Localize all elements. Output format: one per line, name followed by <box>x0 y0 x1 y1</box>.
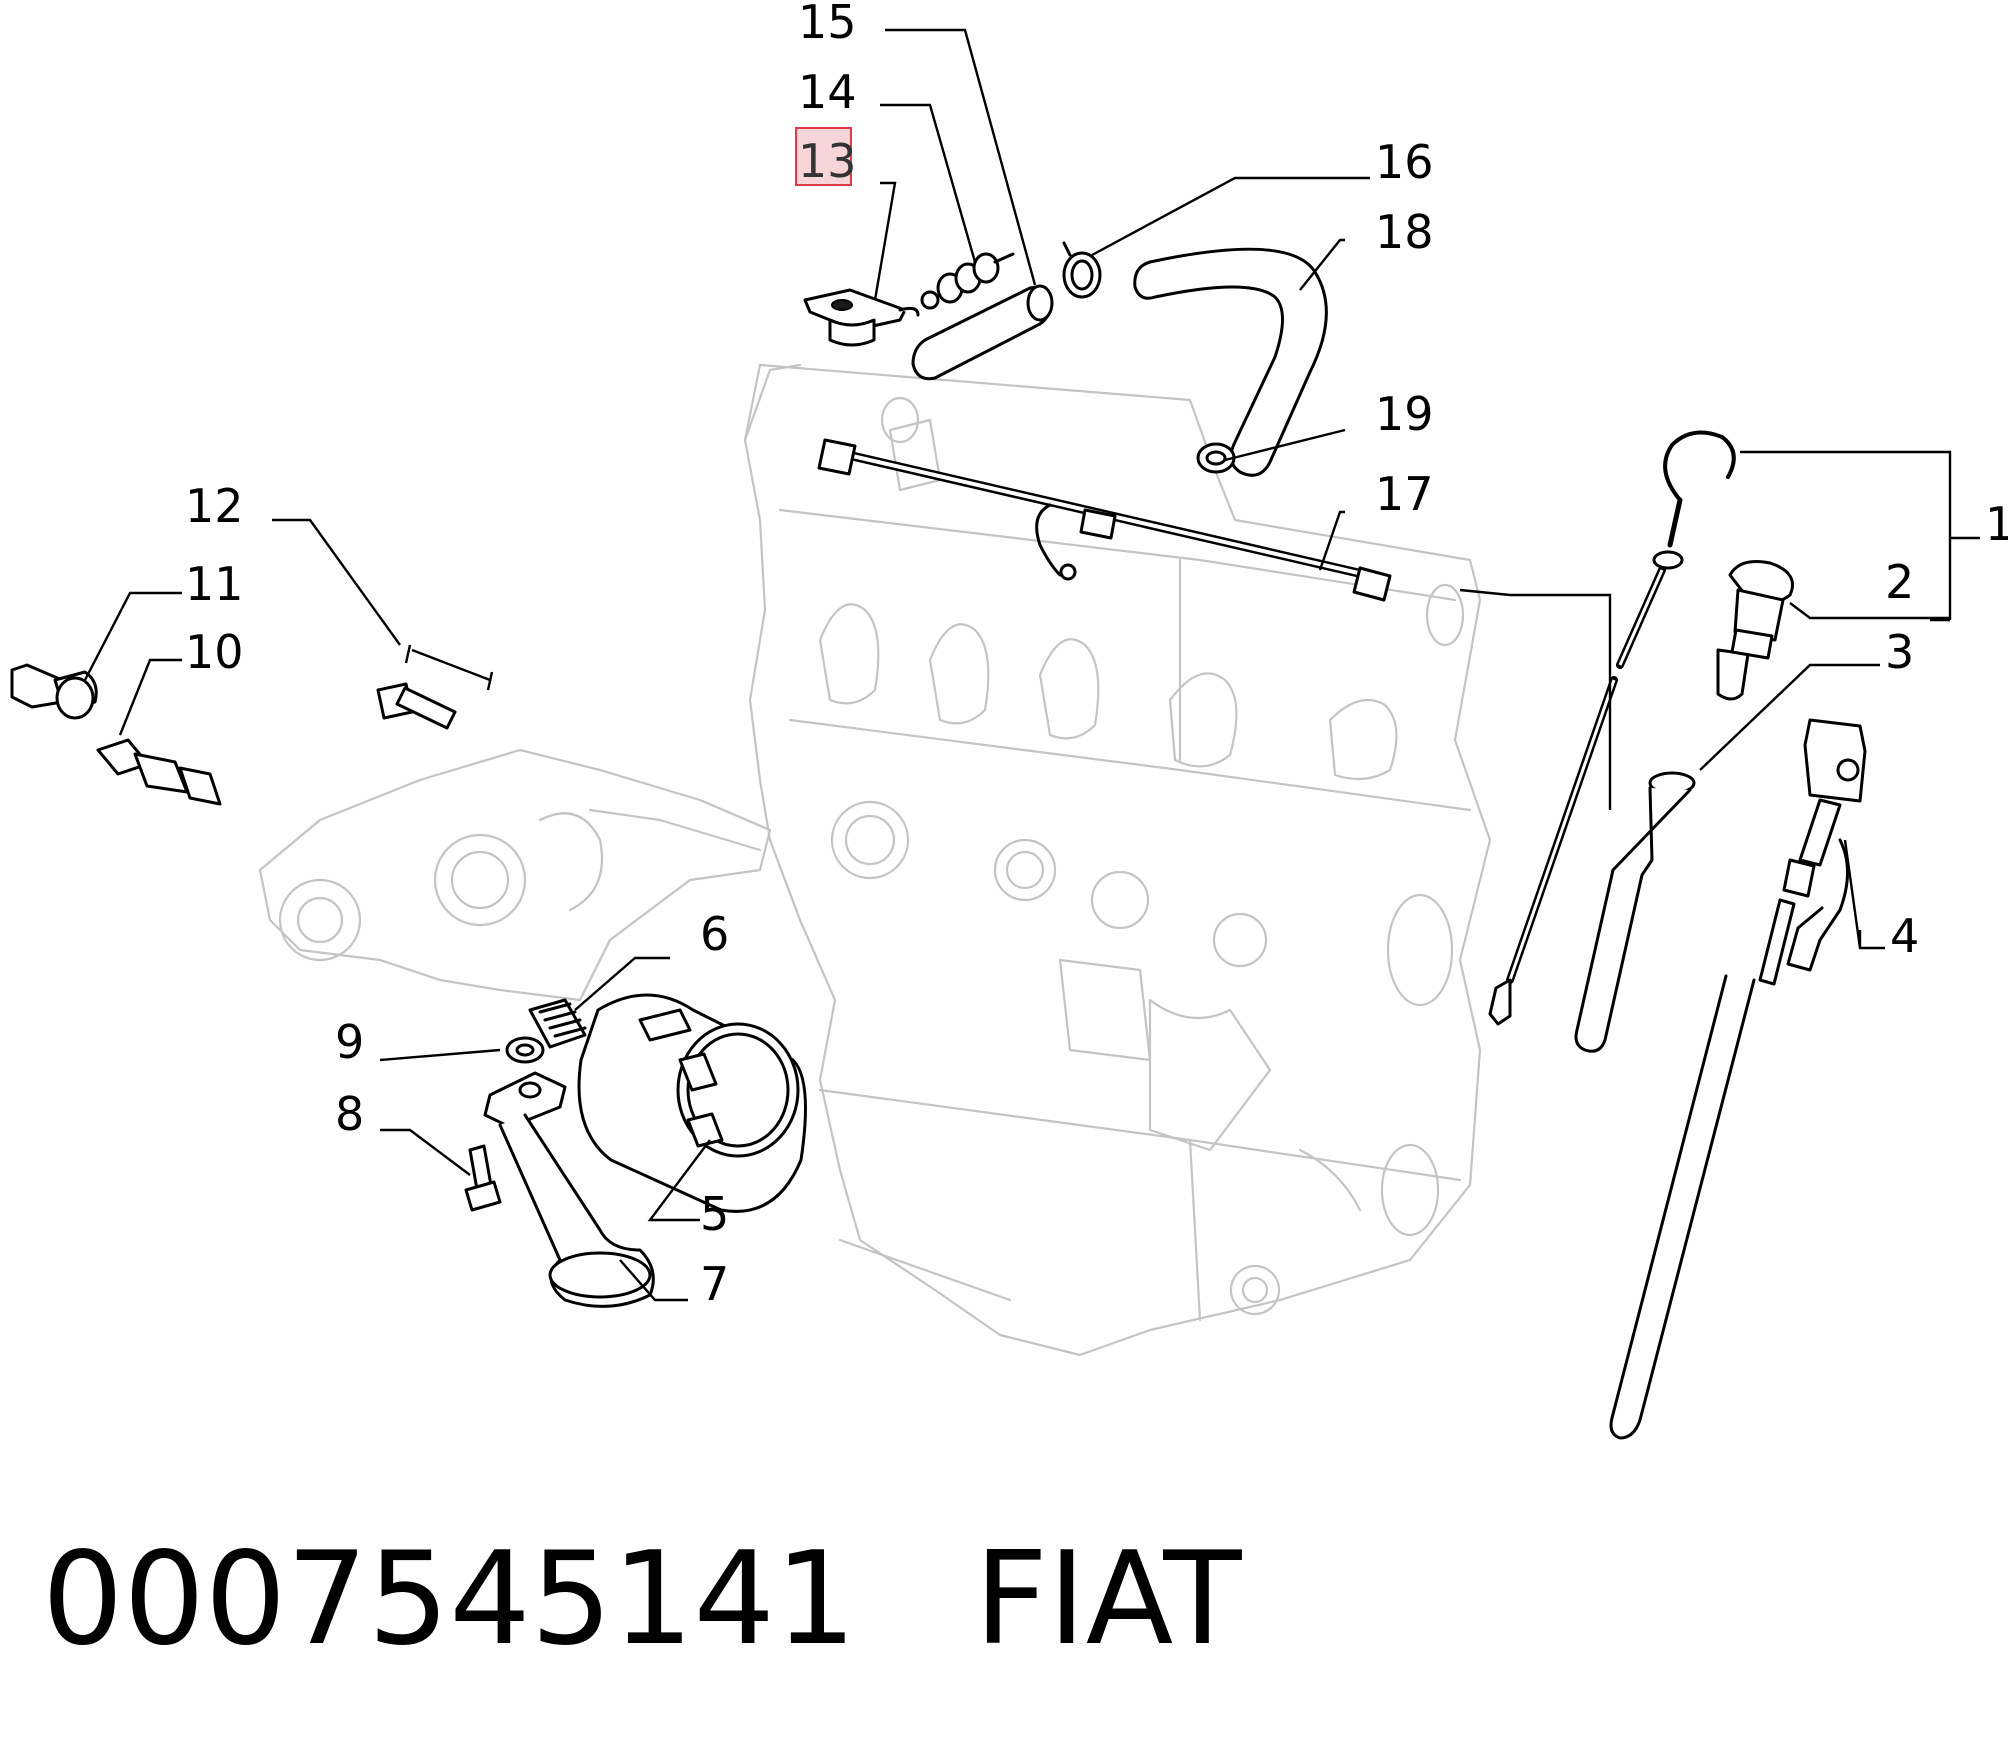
part-6-threaded-union <box>528 998 587 1049</box>
callout-labels: 15 14 13 16 18 19 17 1 2 3 4 12 11 10 6 … <box>185 0 2008 1311</box>
part-9-washer <box>505 1036 545 1064</box>
callout-12: 12 <box>185 479 244 533</box>
part-3-guide-tube <box>1574 771 1696 1053</box>
leader-lines <box>83 28 1980 1302</box>
engine-block-outline <box>743 363 1492 1357</box>
part-16-clamp <box>1062 241 1102 299</box>
callout-4: 4 <box>1890 909 1919 963</box>
callout-7: 7 <box>700 1257 729 1311</box>
part-17-tube <box>817 438 1392 602</box>
callout-10: 10 <box>185 625 244 679</box>
callout-6: 6 <box>700 907 729 961</box>
callout-1: 1 <box>1985 497 2008 551</box>
callout-13: 13 <box>798 134 857 188</box>
part-12-bolt <box>376 644 494 730</box>
callout-16: 16 <box>1375 135 1434 189</box>
part-number: 0007545141 <box>42 1525 857 1674</box>
part-1-dipstick-handle <box>1488 430 1736 1026</box>
callout-11: 11 <box>185 557 244 611</box>
callout-9: 9 <box>335 1015 364 1069</box>
part-5-oil-filter <box>577 993 807 1213</box>
part-4-level-sensor <box>1609 718 1867 1440</box>
part-8-bolt <box>464 1144 502 1212</box>
callout-8: 8 <box>335 1087 364 1141</box>
timing-cover-outline <box>258 748 772 1002</box>
callout-3: 3 <box>1885 625 1914 679</box>
callout-18: 18 <box>1375 205 1434 259</box>
brand-name: FIAT <box>974 1525 1242 1674</box>
callout-14: 14 <box>798 65 857 119</box>
part-10-sender-unit <box>96 738 222 806</box>
callout-2: 2 <box>1885 555 1914 609</box>
callout-15: 15 <box>798 0 857 49</box>
callout-17: 17 <box>1375 467 1434 521</box>
callout-5: 5 <box>700 1187 729 1241</box>
part-2-plug <box>1716 560 1794 701</box>
part-15-hose <box>911 284 1054 381</box>
callout-19: 19 <box>1375 387 1434 441</box>
part-11-sensor <box>10 663 98 720</box>
part-number-footer: 0007545141 FIAT <box>42 1530 1242 1670</box>
part-14-spring <box>920 252 1015 310</box>
callout-13-highlight <box>795 127 852 186</box>
part-13-breather-cap <box>803 288 920 347</box>
